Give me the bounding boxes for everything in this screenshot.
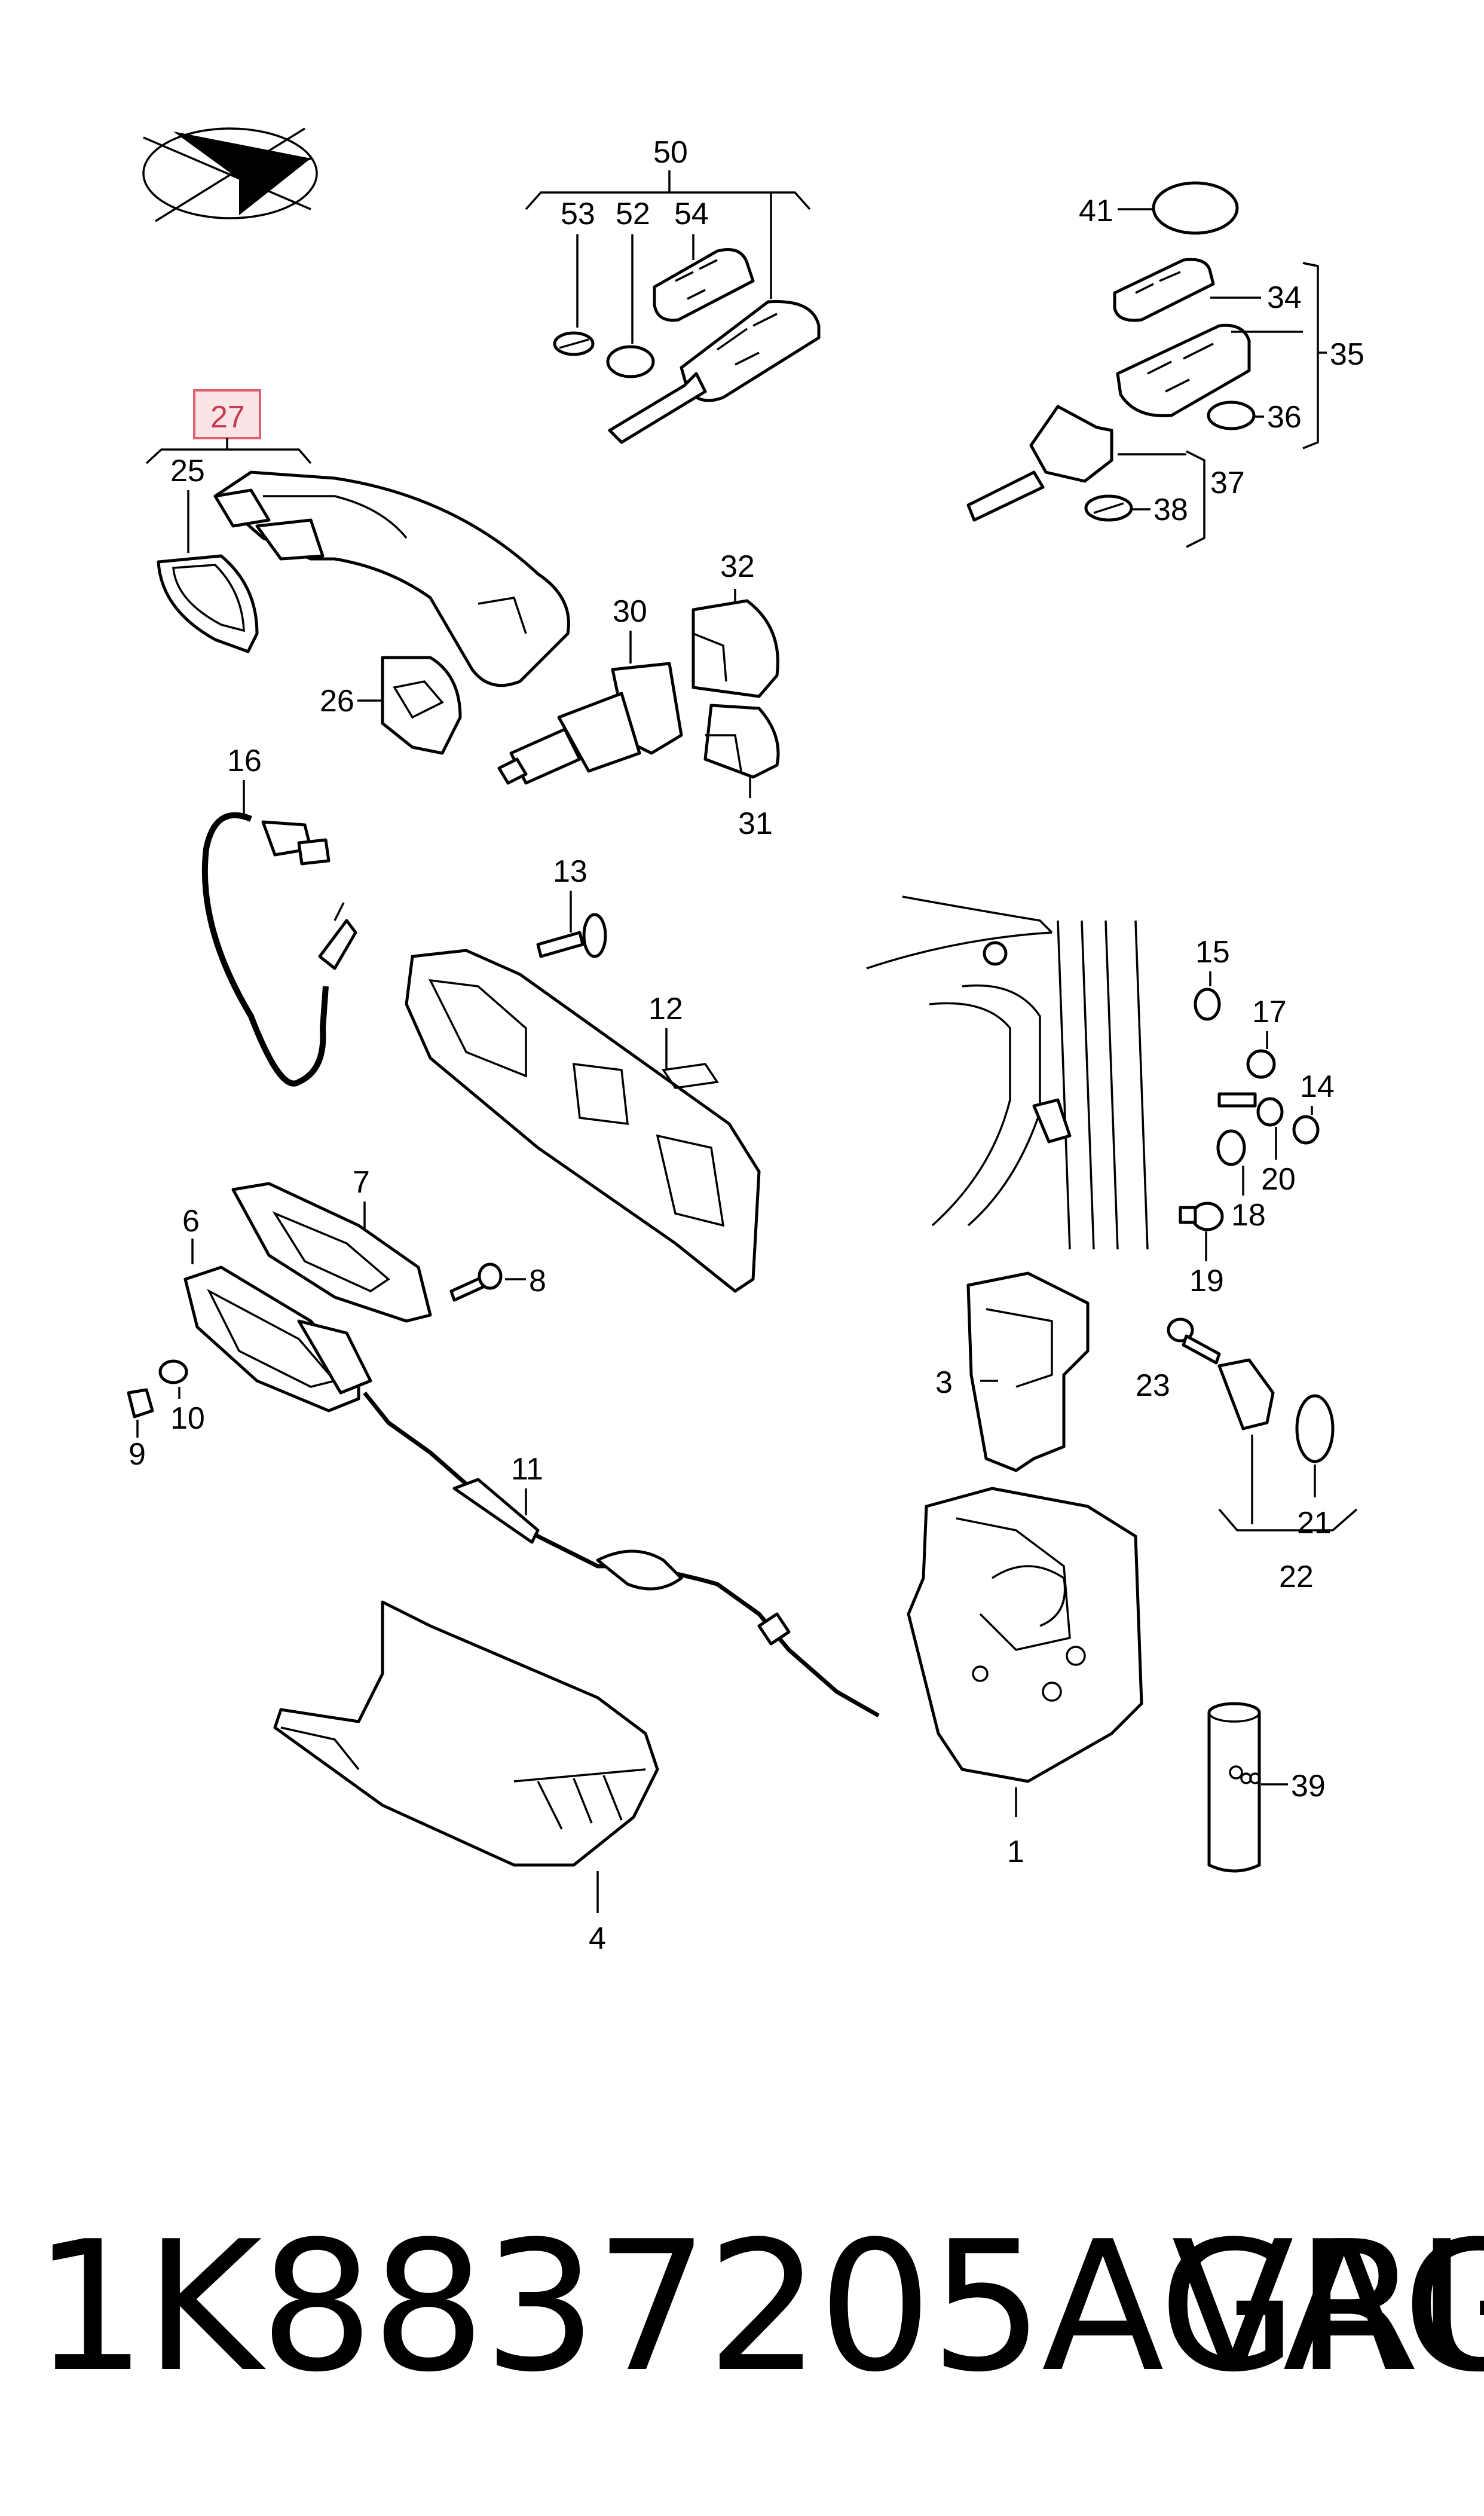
part-number: 1K8837205AGRU (33, 2203, 1484, 2411)
callout-23: 23 (1136, 1368, 1170, 1403)
callout-53: 53 (561, 197, 595, 231)
highlight-box (193, 389, 261, 439)
part-30: 30 (497, 594, 683, 785)
callout-19: 19 (1189, 1264, 1224, 1298)
callout-11: 11 (511, 1452, 543, 1487)
callout-36: 36 (1267, 400, 1302, 435)
door-panel: 15 17 14 20 18 19 (866, 895, 1335, 1298)
callout-50: 50 (653, 135, 688, 170)
callout-17: 17 (1252, 995, 1287, 1029)
callout-32: 32 (720, 549, 755, 584)
highlighted-callout-27: 27 (145, 389, 312, 464)
brand-label: VAG (1171, 2203, 1484, 2411)
callout-27: 27 (210, 400, 245, 435)
callout-4: 4 (589, 1921, 606, 1956)
part-4: 4 (273, 1600, 659, 1956)
inner-handle: 7 8 6 10 9 (127, 1165, 546, 1472)
exploded-parts-diagram: 50 53 52 54 41 34 36 35 (127, 127, 1364, 1956)
callout-21: 21 (1297, 1506, 1332, 1540)
callout-34: 34 (1267, 280, 1302, 315)
callout-26: 26 (320, 684, 354, 719)
callout-39: 39 (1291, 1769, 1326, 1803)
part-3: 3 (935, 1271, 1090, 1472)
callout-12: 12 (648, 992, 683, 1026)
callout-30: 30 (613, 594, 647, 629)
callout-18: 18 (1231, 1198, 1266, 1233)
callout-25: 25 (170, 454, 205, 488)
direction-arrow-icon (142, 127, 318, 222)
callout-35: 35 (1330, 337, 1364, 372)
callout-37: 37 (1210, 466, 1245, 500)
callout-41: 41 (1079, 194, 1113, 228)
callout-1: 1 (1007, 1835, 1024, 1869)
callout-31: 31 (738, 806, 773, 841)
callout-7: 7 (353, 1165, 370, 1200)
part-31-32: 32 31 (691, 549, 780, 841)
callout-9: 9 (128, 1437, 146, 1472)
part-25: 25 (157, 454, 259, 653)
callout-14: 14 (1300, 1069, 1335, 1104)
key-group-50: 50 53 52 54 (525, 135, 821, 444)
outer-door-handle (213, 470, 570, 687)
part-11: 11 (363, 1391, 880, 1718)
callout-22: 22 (1279, 1560, 1314, 1594)
callout-13: 13 (553, 854, 588, 889)
callout-52: 52 (616, 197, 650, 231)
callout-54: 54 (674, 197, 709, 231)
part-12-13: 13 12 (405, 854, 761, 1293)
remote-key-group: 41 34 36 35 38 37 (966, 181, 1364, 548)
callout-8: 8 (529, 1264, 546, 1298)
part-1-door-lock: 1 (907, 1487, 1143, 1869)
callout-15: 15 (1195, 935, 1230, 970)
part-21-22-23: 23 21 22 (1136, 1317, 1358, 1594)
part-26: 26 (320, 656, 462, 755)
callout-38: 38 (1153, 493, 1188, 527)
callout-16: 16 (227, 744, 262, 778)
callout-6: 6 (182, 1204, 200, 1239)
callout-10: 10 (170, 1401, 205, 1436)
part-39: 39 (1207, 1702, 1326, 1873)
part-16: 16 (201, 744, 357, 1087)
callout-3: 3 (935, 1365, 953, 1400)
callout-20: 20 (1261, 1162, 1296, 1197)
